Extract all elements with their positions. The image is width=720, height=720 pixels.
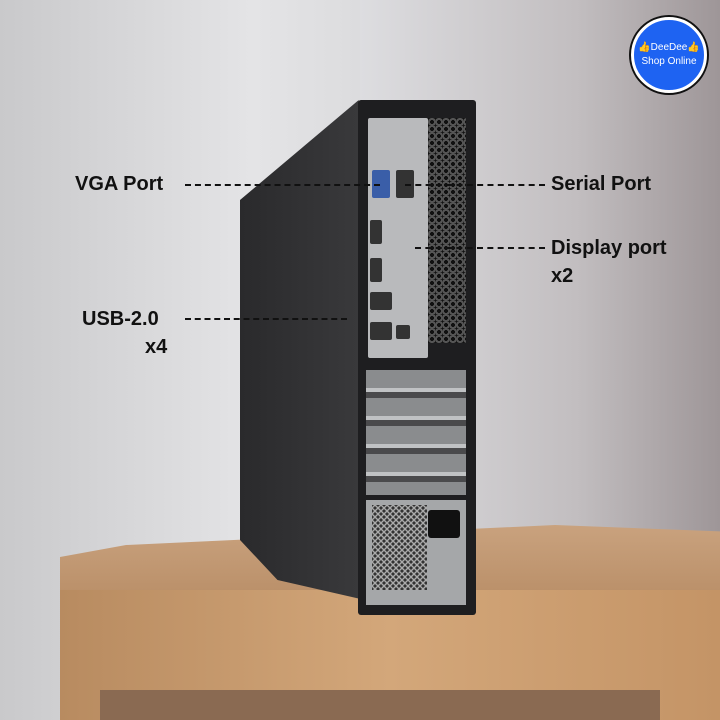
- usb-label: USB-2.0: [82, 308, 159, 330]
- vga-port: [372, 170, 390, 198]
- usb-count: x4: [145, 336, 168, 358]
- displayport-2: [370, 258, 382, 282]
- usb-ports-bottom: [370, 322, 392, 340]
- pc-side-panel: [240, 100, 365, 600]
- serial-pointer-line: [405, 184, 545, 186]
- table-underside: [100, 690, 660, 720]
- vga-pointer-line: [185, 184, 380, 186]
- vent-grille: [428, 118, 466, 343]
- power-socket: [428, 510, 460, 538]
- expansion-slots: [366, 370, 466, 495]
- ethernet-port: [396, 325, 410, 339]
- displayport-1: [370, 220, 382, 244]
- usb-ports-top: [370, 292, 392, 310]
- shop-logo: 👍DeeDee👍 Shop Online: [631, 17, 707, 93]
- psu-fan-grille: [372, 505, 427, 590]
- vga-port-label: VGA Port: [75, 173, 164, 195]
- usb-pointer-line: [185, 318, 347, 320]
- serial-port-label: Serial Port: [551, 173, 652, 195]
- display-port-count: x2: [551, 265, 574, 287]
- logo-brand: 👍DeeDee👍: [638, 42, 700, 53]
- logo-tagline: Shop Online: [641, 56, 697, 67]
- display-port-label: Display port: [551, 237, 667, 259]
- display-pointer-line: [415, 247, 545, 249]
